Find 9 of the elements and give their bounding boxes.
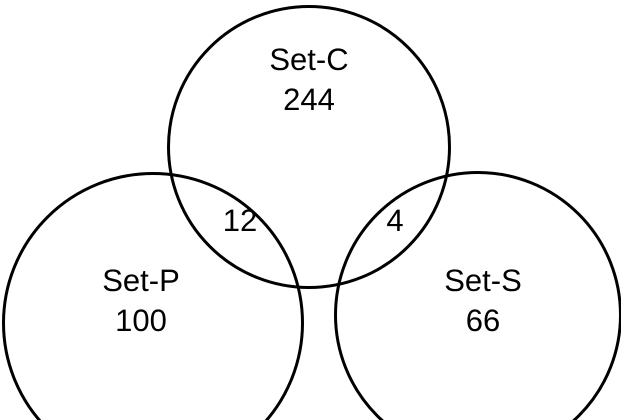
set-count: 66 xyxy=(466,303,500,339)
set-count: 100 xyxy=(115,303,167,339)
overlap-count: 4 xyxy=(386,203,404,239)
set-count: 244 xyxy=(283,82,335,118)
set-name: Set-S xyxy=(444,263,522,299)
set-name: Set-P xyxy=(102,263,180,299)
set-circle xyxy=(2,172,304,420)
set-name: Set-C xyxy=(269,42,349,78)
set-circle xyxy=(334,171,621,420)
